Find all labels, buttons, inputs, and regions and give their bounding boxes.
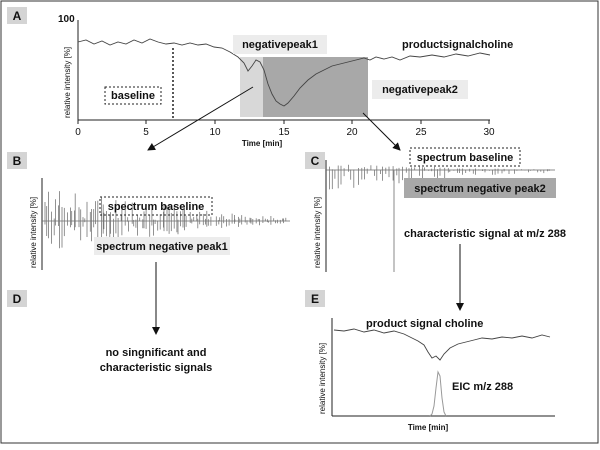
panel-letter-c: C [305,152,325,169]
spectrum-baseline-label-c: spectrum baseline [417,152,514,164]
top-x-tick-label: 10 [209,127,221,138]
spectrum-peak2-label: spectrum negative peak2 [414,183,545,195]
arrow-a-to-c [362,112,401,151]
top-x-tick-label: 0 [75,127,81,138]
eic-peak [429,370,447,417]
negative-peak1-box [233,35,327,54]
negative-peak2-box [372,80,468,99]
product-signal-trace [333,328,551,361]
panel-c-spectrum: relative intensity [%] spectrum baseline… [313,147,566,272]
top-x-tick-label: 30 [483,127,495,138]
eic-label: EIC m/z 288 [452,381,513,393]
top-y-max-label: 100 [58,14,75,25]
svg-text:D: D [13,292,22,306]
panel-b-y-axis-label: relative intensity [%] [29,197,38,268]
panel-d-line2: characteristic signals [100,362,213,374]
svg-text:C: C [311,154,320,168]
negative-peak2-label: negativepeak2 [382,84,458,96]
panel-letter-b: B [7,152,27,169]
svg-text:B: B [13,154,22,168]
spectrum-peak1-label: spectrum negative peak1 [96,241,227,253]
top-x-tick-label: 5 [143,127,149,138]
panel-c-spectrum-lines [329,164,550,190]
spectrum-peak1-box [94,237,230,255]
negative-peak1-label: negativepeak1 [242,39,318,51]
characteristic-signal-label: characteristic signal at m/z 288 [404,228,566,240]
baseline-box [104,86,162,105]
panel-letter-e: E [305,290,325,307]
svg-text:A: A [13,9,22,23]
spectrum-baseline-label-b: spectrum baseline [108,201,205,213]
chromatogram-trace [77,38,491,107]
panel-e-chart: relative intensity [%] Time [min] produc… [318,318,555,432]
panel-c-y-axis-label: relative intensity [%] [313,197,322,268]
top-x-tick-label: 25 [415,127,427,138]
baseline-label: baseline [111,90,155,102]
spectrum-baseline-box-b [99,196,213,216]
panel-d-text: no singnificant and characteristic signa… [100,347,213,374]
panel-e-x-axis-label: Time [min] [408,423,449,432]
top-chromatogram: 0 5 10 15 20 25 30 Time [min] 100 relati… [58,14,513,148]
top-x-tick-label: 15 [278,127,290,138]
product-signal-label: productsignalcholine [402,39,513,51]
product-signal-choline-label: product signal choline [366,318,483,330]
panel-e-y-axis-label: relative intensity [%] [318,343,327,414]
top-x-axis-label: Time [min] [242,139,283,148]
negative-peak2-region [263,57,368,117]
top-y-axis-label: relative intensity [%] [63,47,72,118]
panel-d-line1: no singnificant and [106,347,207,359]
panel-letter-d: D [7,290,27,307]
spectrum-peak2-box [404,178,556,198]
top-x-tick-label: 20 [346,127,358,138]
svg-text:E: E [311,292,319,306]
panel-letter-a: A [7,7,27,24]
arrow-a-to-b [147,86,254,151]
panel-b-spectrum: relative intensity [%] spectrum baseline… [29,178,290,270]
top-x-ticks: 0 5 10 15 20 25 30 [75,120,495,138]
